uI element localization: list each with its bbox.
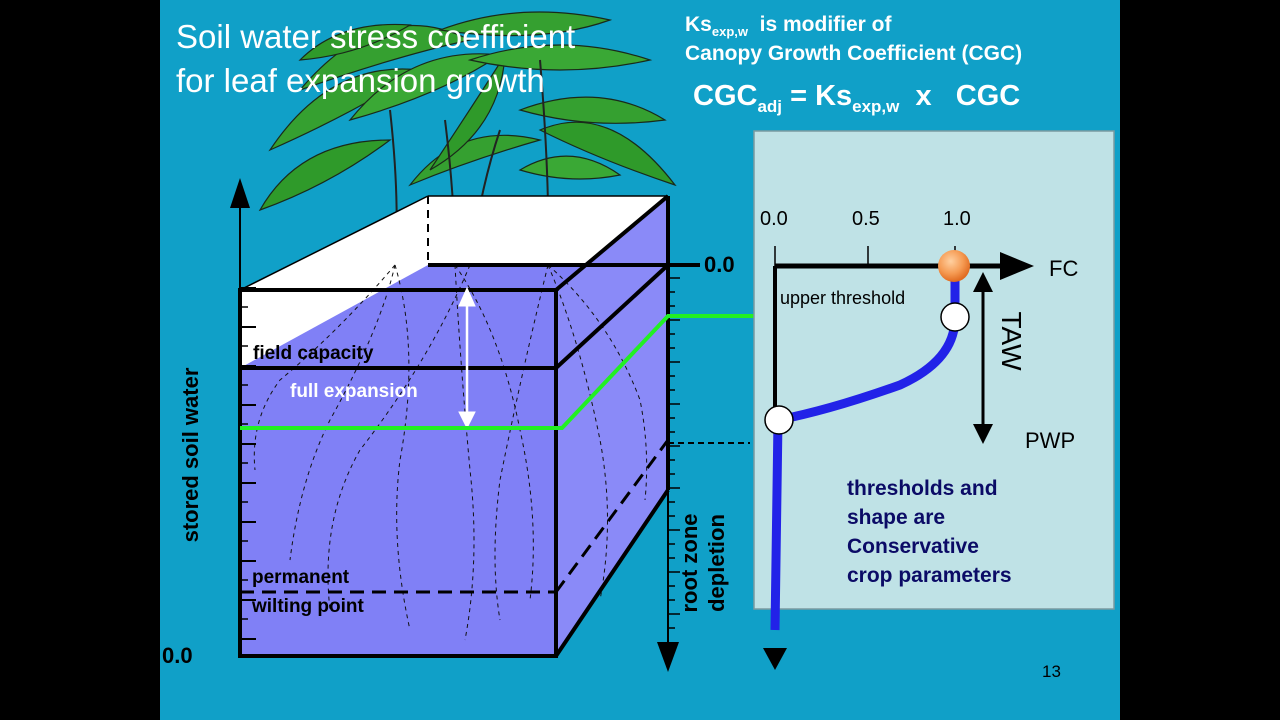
stored-soil-water-label: stored soil water <box>178 367 203 543</box>
wilting-point-side-line <box>554 439 670 593</box>
depletion-label: depletion <box>704 514 729 612</box>
lower-threshold-marker <box>764 405 794 435</box>
wilting-point-label: wilting point <box>252 596 364 617</box>
permanent-label: permanent <box>252 567 350 588</box>
taw-label: TAW <box>996 311 1027 371</box>
ks-tick-05: 0.5 <box>852 208 880 230</box>
stored-water-zero: 0.0 <box>162 643 193 668</box>
stress-panel <box>753 130 1115 610</box>
stored-water-axis-arrow <box>230 178 250 208</box>
slide-title-line2: for leaf expansion growth <box>176 62 545 99</box>
ks-header-line1: Ksexp,w is modifier of <box>685 13 892 40</box>
ks-tick-0: 0.0 <box>760 208 788 230</box>
cgc-equation: CGCadj = Ksexp,w x CGC <box>693 80 1021 116</box>
full-expansion-label: full expansion <box>290 381 418 402</box>
stress-curve-arrow <box>763 648 787 670</box>
depletion-zero: 0.0 <box>704 252 735 277</box>
root-zone-label: root zone <box>677 513 702 613</box>
full-expansion-arrow <box>458 286 476 430</box>
box-top-edges <box>239 195 668 291</box>
pwp-label: PWP <box>1025 428 1076 453</box>
stored-water-axis-ticks <box>240 287 256 640</box>
upper-threshold-marker <box>940 302 970 332</box>
ks-header-line2: Canopy Growth Coefficient (CGC) <box>685 42 1023 65</box>
page-number: 13 <box>1042 662 1061 681</box>
depletion-axis-arrow <box>657 642 679 672</box>
depletion-axis-ticks <box>668 277 680 629</box>
note-line-4: crop parameters <box>847 564 1012 587</box>
fc-ball-marker <box>938 250 970 282</box>
box-front-soil <box>240 368 556 656</box>
ks-axis-arrow <box>1000 252 1034 280</box>
field-capacity-label: field capacity <box>253 343 374 364</box>
upper-threshold-label: upper threshold <box>780 288 906 308</box>
fc-label: FC <box>1049 256 1079 281</box>
stress-curve <box>770 270 960 631</box>
note-line-3: Conservative <box>847 535 979 558</box>
slide-title-line1: Soil water stress coefficient <box>176 18 576 55</box>
note-line-2: shape are <box>847 506 946 529</box>
note-line-1: thresholds and <box>847 477 998 500</box>
ks-tick-1: 1.0 <box>943 208 971 230</box>
